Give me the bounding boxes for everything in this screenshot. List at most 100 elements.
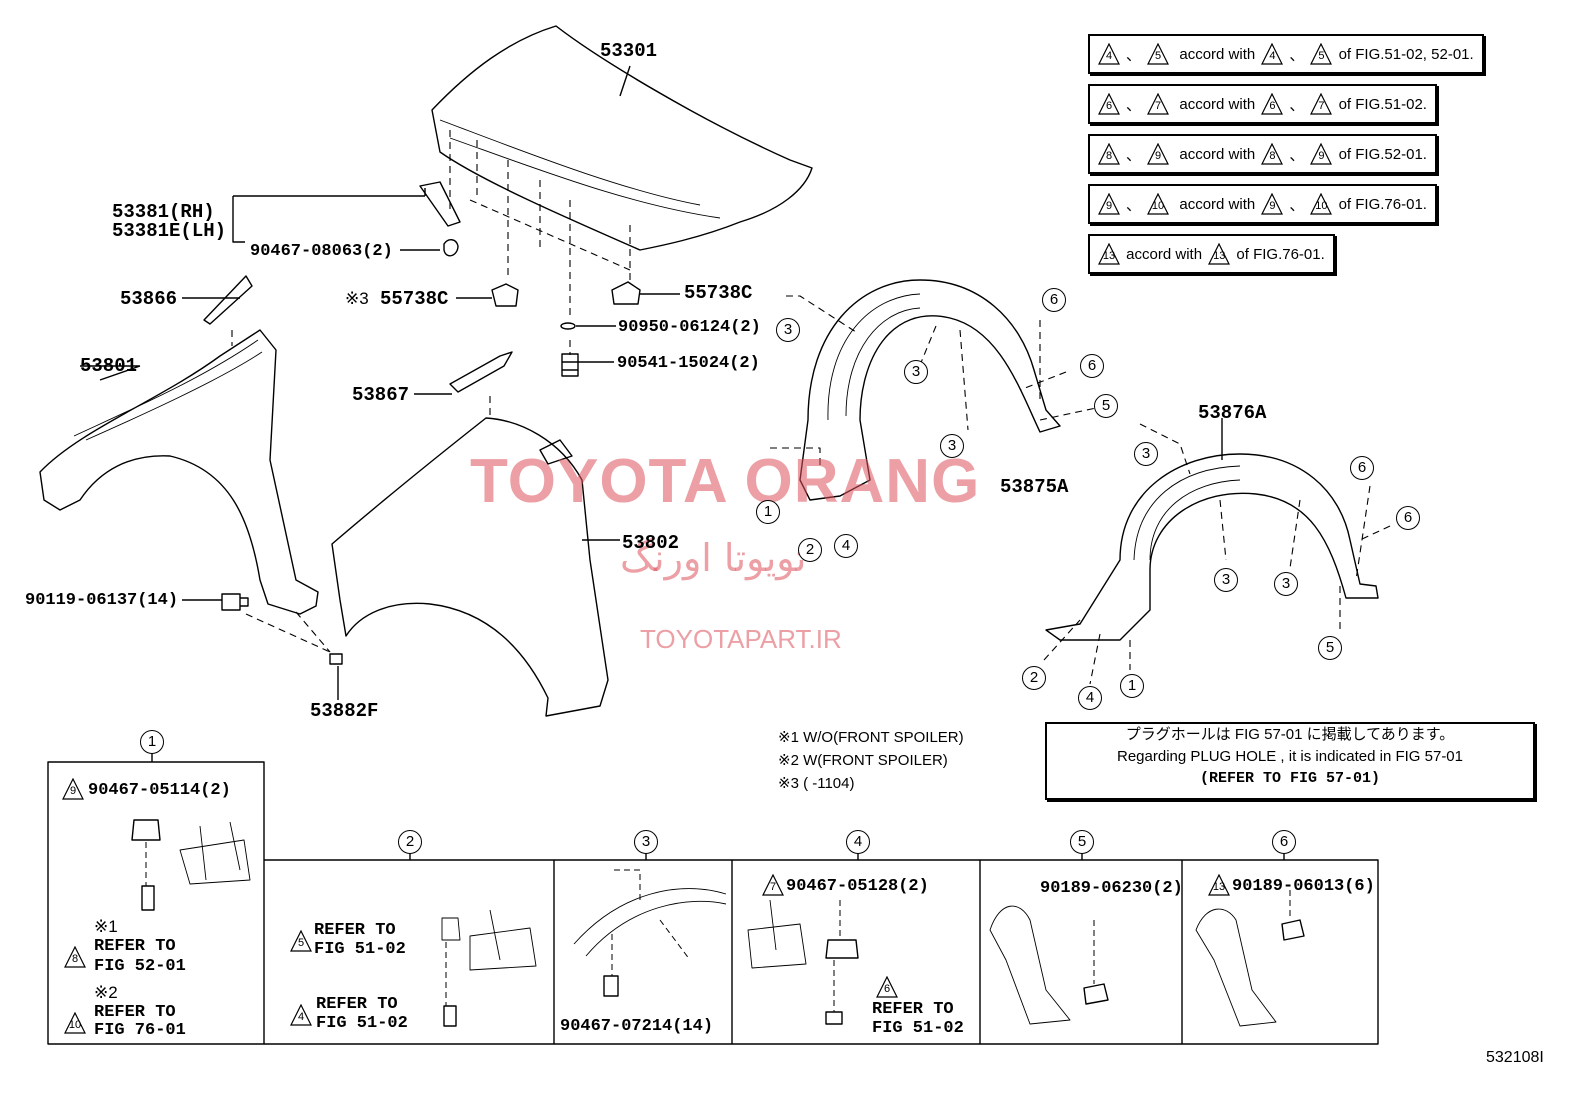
triangle-icon: 9 xyxy=(1261,193,1284,215)
detail-6-part: 90189-06013(6) xyxy=(1232,877,1375,896)
callout-3: 3 xyxy=(1274,572,1298,596)
note-1: 4 、 5 accord with 4 、 5 of FIG.51-02, 52… xyxy=(1088,34,1484,74)
triangle-icon: 4 xyxy=(1098,43,1120,65)
callout-3: 3 xyxy=(1214,568,1238,592)
legend-2: ※2 W(FRONT SPOILER) xyxy=(778,752,948,769)
triangle-icon: 8 xyxy=(1261,143,1284,165)
detail-1-ref-1b: FIG 52-01 xyxy=(94,957,186,976)
plug-note-en: Regarding PLUG HOLE , it is indicated in… xyxy=(1117,748,1463,765)
triangle-icon: 9 xyxy=(1098,193,1120,215)
triangle-icon: 5 xyxy=(1310,43,1333,65)
callout-1: 1 xyxy=(756,500,780,524)
detail-4-ref-1a: REFER TO xyxy=(872,1000,954,1019)
callout-6: 6 xyxy=(1080,354,1104,378)
liner-lh xyxy=(1045,453,1379,641)
legend-1: ※1 W/O(FRONT SPOILER) xyxy=(778,729,964,746)
label-55738c-mark: ※3 xyxy=(345,289,369,308)
plug-hole-note: プラグホールは FIG 57-01 に掲載してあります。 Regarding P… xyxy=(1045,722,1535,800)
triangle-icon: 13 xyxy=(1208,874,1230,896)
callout-6: 6 xyxy=(1350,456,1374,480)
label-90119-06137: 90119-06137(14) xyxy=(25,591,179,610)
triangle-icon: 6 xyxy=(1261,93,1284,115)
detail-6-number: 6 xyxy=(1272,830,1296,854)
detail-2-number: 2 xyxy=(398,830,422,854)
triangle-icon: 5 xyxy=(1147,43,1169,65)
triangle-icon: 9 xyxy=(1310,143,1333,165)
watermark-brand: TOYOTA ORANG xyxy=(470,447,981,516)
triangle-icon: 10 xyxy=(1310,193,1333,215)
callout-4: 4 xyxy=(1078,686,1102,710)
triangle-icon: 7 xyxy=(1147,93,1169,115)
triangle-icon: 9 xyxy=(62,778,84,800)
label-53866: 53866 xyxy=(120,288,178,310)
triangle-icon: 7 xyxy=(762,874,784,896)
triangle-icon: 7 xyxy=(1310,93,1333,115)
triangle-icon: 10 xyxy=(1147,193,1169,215)
note-4: 9 、 10 accord with 9 、 10 of FIG.76-01. xyxy=(1088,184,1437,224)
detail-1-part: 90467-05114(2) xyxy=(88,781,231,800)
detail-5-part: 90189-06230(2) xyxy=(1040,879,1183,898)
note-5: 13 accord with 13 of FIG.76-01. xyxy=(1088,234,1335,274)
callout-3: 3 xyxy=(776,318,800,342)
detail-3-part: 90467-07214(14) xyxy=(560,1017,714,1036)
callout-6: 6 xyxy=(1042,288,1066,312)
detail-1-ref-1a: REFER TO xyxy=(94,937,176,956)
detail-4-part: 90467-05128(2) xyxy=(786,877,929,896)
note-3: 8 、 9 accord with 8 、 9 of FIG.52-01. xyxy=(1088,134,1437,174)
detail-5-number: 5 xyxy=(1070,830,1094,854)
callout-2: 2 xyxy=(1022,666,1046,690)
label-53876a: 53876A xyxy=(1198,402,1267,424)
label-90467-08063: 90467-08063(2) xyxy=(250,242,393,261)
detail-4-ref-1b: FIG 51-02 xyxy=(872,1019,964,1038)
triangle-icon: 9 xyxy=(1147,143,1169,165)
label-53867: 53867 xyxy=(352,384,410,406)
callout-3: 3 xyxy=(904,360,928,384)
detail-2-ref-1a: REFER TO xyxy=(314,921,396,940)
triangle-icon: 6 xyxy=(876,976,898,998)
triangle-icon: 8 xyxy=(1098,143,1120,165)
plug-note-ref: (REFER TO FIG 57-01) xyxy=(1199,770,1381,787)
figure-id: 532108I xyxy=(1486,1049,1544,1066)
label-53882f: 53882F xyxy=(310,700,379,722)
detail-3-number: 3 xyxy=(634,830,658,854)
legend-3: ※3 ( -1104) xyxy=(778,775,855,792)
callout-2: 2 xyxy=(798,538,822,562)
detail-1-mark-1: ※1 xyxy=(94,917,118,936)
detail-2-ref-1b: FIG 51-02 xyxy=(314,940,406,959)
label-53801: 53801 xyxy=(80,355,138,377)
hood-outline xyxy=(431,25,813,251)
detail-4-number: 4 xyxy=(846,830,870,854)
detail-1-ref-2b: FIG 76-01 xyxy=(94,1021,186,1040)
hinge-53381 xyxy=(419,181,461,227)
triangle-icon: 4 xyxy=(1261,43,1284,65)
detail-2-ref-2b: FIG 51-02 xyxy=(316,1014,408,1033)
watermark-persian: تویوتا اورنگ xyxy=(620,536,807,580)
triangle-icon: 4 xyxy=(290,1004,312,1026)
detail-1-ref-2a: REFER TO xyxy=(94,1003,176,1022)
detail-row-frame xyxy=(264,859,1379,1045)
callout-3: 3 xyxy=(1134,442,1158,466)
label-90950-06124: 90950-06124(2) xyxy=(618,318,761,337)
fender-right xyxy=(331,417,609,717)
callout-3: 3 xyxy=(940,434,964,458)
triangle-icon: 13 xyxy=(1098,243,1120,265)
callout-6: 6 xyxy=(1396,506,1420,530)
callout-5: 5 xyxy=(1318,636,1342,660)
triangle-icon: 6 xyxy=(1098,93,1120,115)
label-53381-rh: 53381(RH) xyxy=(112,201,215,223)
triangle-icon: 5 xyxy=(290,930,312,952)
callout-4: 4 xyxy=(834,534,858,558)
detail-1-number: 1 xyxy=(140,730,164,754)
label-55738c-left: 55738C xyxy=(380,288,449,310)
label-53381e-lh: 53381E(LH) xyxy=(112,220,227,242)
label-53875a: 53875A xyxy=(1000,476,1069,498)
label-53301: 53301 xyxy=(600,40,658,62)
detail-2-ref-2a: REFER TO xyxy=(316,995,398,1014)
label-90541-15024: 90541-15024(2) xyxy=(617,354,760,373)
note-2: 6 、 7 accord with 6 、 7 of FIG.51-02. xyxy=(1088,84,1437,124)
callout-5: 5 xyxy=(1094,394,1118,418)
triangle-icon: 8 xyxy=(64,946,86,968)
detail-1-mark-2: ※2 xyxy=(94,983,118,1002)
label-53802: 53802 xyxy=(622,532,680,554)
